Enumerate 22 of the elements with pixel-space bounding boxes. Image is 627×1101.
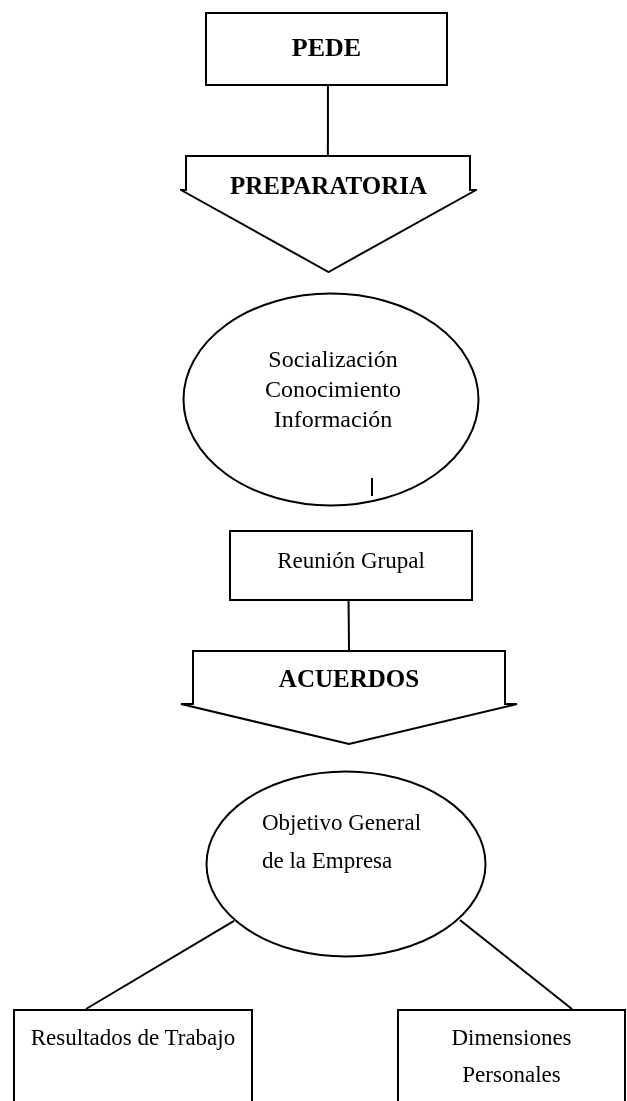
process-box [229, 530, 473, 601]
node-text: ACUERDOS [277, 664, 421, 694]
node-text: Resultados de Trabajo [29, 1024, 237, 1052]
stage-arrow-shape [180, 155, 477, 273]
title-box [205, 12, 448, 86]
result-box [397, 1009, 626, 1101]
topic-ellipse [182, 292, 480, 507]
node-text: Información [272, 405, 394, 434]
connector-line [326, 85, 329, 156]
connector-line [347, 600, 350, 651]
connector-line [84, 919, 236, 1010]
node-text: Objetivo General de la Empresa [262, 809, 423, 875]
goal-ellipse [205, 770, 487, 958]
node-text: PEDE [290, 32, 363, 64]
stage-arrow-shape [180, 650, 518, 745]
node-text: Reunión Grupal [276, 547, 426, 575]
connector-line [458, 919, 573, 1010]
node-text: PREPARATORIA [228, 171, 429, 201]
node-text: Conocimiento [264, 375, 402, 404]
node-text: Dimensiones Personales [450, 1024, 573, 1089]
node-text: Socialización [267, 345, 399, 374]
result-box [13, 1009, 253, 1101]
